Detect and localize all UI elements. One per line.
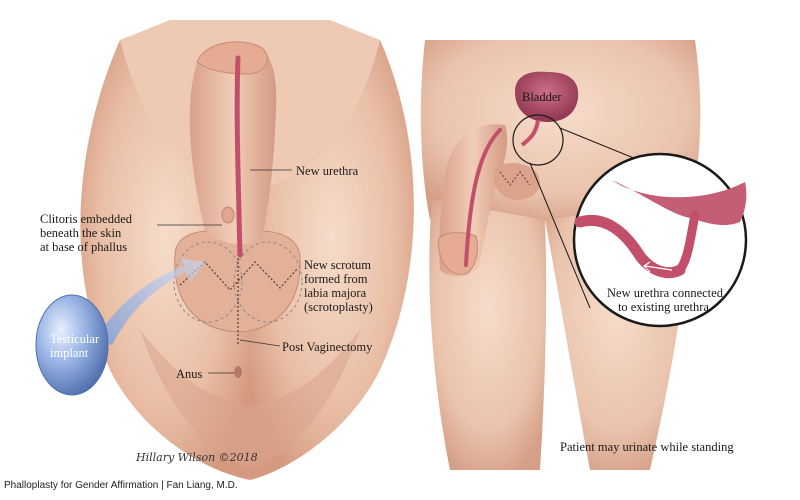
label-urethra-connected-line1: New urethra connected bbox=[607, 286, 723, 300]
testicular-implant bbox=[35, 294, 109, 396]
detail-marker bbox=[512, 114, 564, 166]
label-clitoris-line3: at base of phallus bbox=[40, 240, 128, 254]
bladder bbox=[515, 71, 579, 122]
perineal-view bbox=[35, 20, 414, 480]
clitoris bbox=[221, 206, 235, 224]
label-testicular-implant: Testicular implant bbox=[50, 332, 99, 360]
label-new-scrotum-line3: labia majora bbox=[304, 286, 367, 300]
glans bbox=[196, 41, 268, 75]
label-testicular-line1: Testicular bbox=[50, 332, 100, 346]
implant-outline-right bbox=[233, 241, 303, 323]
label-new-scrotum-line4: (scrotoplasty) bbox=[304, 300, 373, 314]
label-new-scrotum-line1: New scrotum bbox=[304, 258, 371, 272]
scrotum-side bbox=[493, 163, 540, 200]
artist-signature: Hillary Wilson ©2018 bbox=[136, 451, 258, 464]
standing-view bbox=[420, 40, 748, 470]
label-new-urethra: New urethra bbox=[296, 164, 359, 178]
label-post-vaginectomy: Post Vaginectomy bbox=[282, 340, 373, 354]
urethra-side bbox=[464, 128, 502, 267]
label-urethra-connected: New urethra connected to existing urethr… bbox=[600, 286, 730, 314]
implant-outline-left bbox=[173, 241, 243, 323]
label-clitoris-line2: beneath the skin bbox=[40, 226, 122, 240]
label-testicular-line2: implant bbox=[50, 346, 89, 360]
label-standing: Patient may urinate while standing bbox=[560, 440, 734, 454]
figure-caption: Phalloplasty for Gender Affirmation | Fa… bbox=[4, 480, 238, 491]
label-clitoris-line1: Clitoris embedded bbox=[40, 212, 132, 226]
label-urethra-connected-line2: to existing urethra. bbox=[617, 300, 713, 314]
phallus bbox=[189, 40, 277, 245]
label-anus: Anus bbox=[176, 367, 203, 381]
label-clitoris: Clitoris embedded beneath the skin at ba… bbox=[40, 212, 132, 254]
label-new-scrotum: New scrotum formed from labia majora (sc… bbox=[304, 258, 373, 314]
label-bladder: Bladder bbox=[522, 90, 562, 104]
new-urethra-connection bbox=[574, 215, 686, 279]
anus bbox=[234, 366, 242, 378]
implant-arrow bbox=[95, 258, 205, 345]
new-urethra-line bbox=[234, 55, 243, 258]
label-new-scrotum-line2: formed from bbox=[304, 272, 368, 286]
